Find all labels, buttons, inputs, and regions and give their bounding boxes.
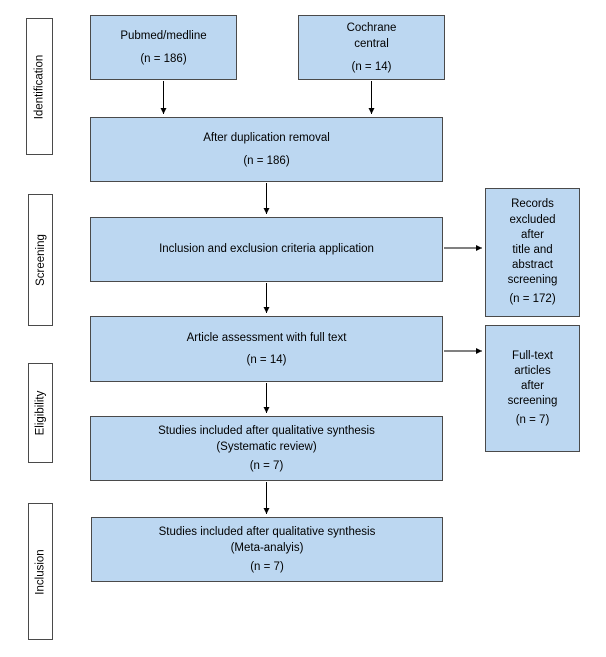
stage-inclusion-label: Inclusion <box>34 548 47 595</box>
box-after-duplication-removal: After duplication removal (n = 186) <box>90 117 443 182</box>
stage-eligibility-label: Eligibility <box>34 390 47 436</box>
box-records-excluded-count: (n = 172) <box>509 293 556 306</box>
box-after-duplication-removal-text: After duplication removal <box>203 132 330 145</box>
box-cochrane-central: Cochrane central (n = 14) <box>298 15 445 80</box>
box-records-excluded: Records excluded after title and abstrac… <box>485 188 580 317</box>
stage-inclusion: Inclusion <box>28 503 53 640</box>
box-fulltext-assessment-text: Article assessment with full text <box>186 331 347 344</box>
box-qualitative-meta-analysis: Studies included after qualitative synth… <box>91 517 443 582</box>
stage-identification: Identification <box>26 18 53 155</box>
box-fulltext-assessment: Article assessment with full text (n = 1… <box>90 316 443 382</box>
stage-identification-label: Identification <box>33 54 46 119</box>
box-cochrane-central-count: (n = 14) <box>351 60 392 73</box>
box-records-excluded-text: Records excluded after title and abstrac… <box>507 198 558 287</box>
box-qualitative-systematic-review-text: Studies included after qualitative synth… <box>158 425 375 454</box>
box-cochrane-central-text: Cochrane central <box>346 22 397 51</box>
box-criteria-application: Inclusion and exclusion criteria applica… <box>90 217 443 282</box>
stage-eligibility: Eligibility <box>28 363 53 463</box>
box-qualitative-meta-analysis-text: Studies included after qualitative synth… <box>158 526 376 555</box>
box-pubmed-medline-text: Pubmed/medline <box>120 30 207 43</box>
box-fulltext-after-screening-text: Full-text articles after screening <box>507 349 558 408</box>
box-after-duplication-removal-count: (n = 186) <box>243 154 290 167</box>
box-criteria-application-text: Inclusion and exclusion criteria applica… <box>159 243 374 256</box>
stage-screening: Screening <box>28 194 53 326</box>
box-qualitative-systematic-review-count: (n = 7) <box>249 459 284 472</box>
box-fulltext-after-screening: Full-text articles after screening (n = … <box>485 325 580 452</box>
stage-screening-label: Screening <box>34 234 47 286</box>
box-fulltext-after-screening-count: (n = 7) <box>515 414 550 427</box>
box-qualitative-systematic-review: Studies included after qualitative synth… <box>90 416 443 481</box>
box-pubmed-medline-count: (n = 186) <box>140 52 187 65</box>
box-pubmed-medline: Pubmed/medline (n = 186) <box>90 15 237 80</box>
box-qualitative-meta-analysis-count: (n = 7) <box>250 560 284 573</box>
box-fulltext-assessment-count: (n = 14) <box>246 354 287 366</box>
